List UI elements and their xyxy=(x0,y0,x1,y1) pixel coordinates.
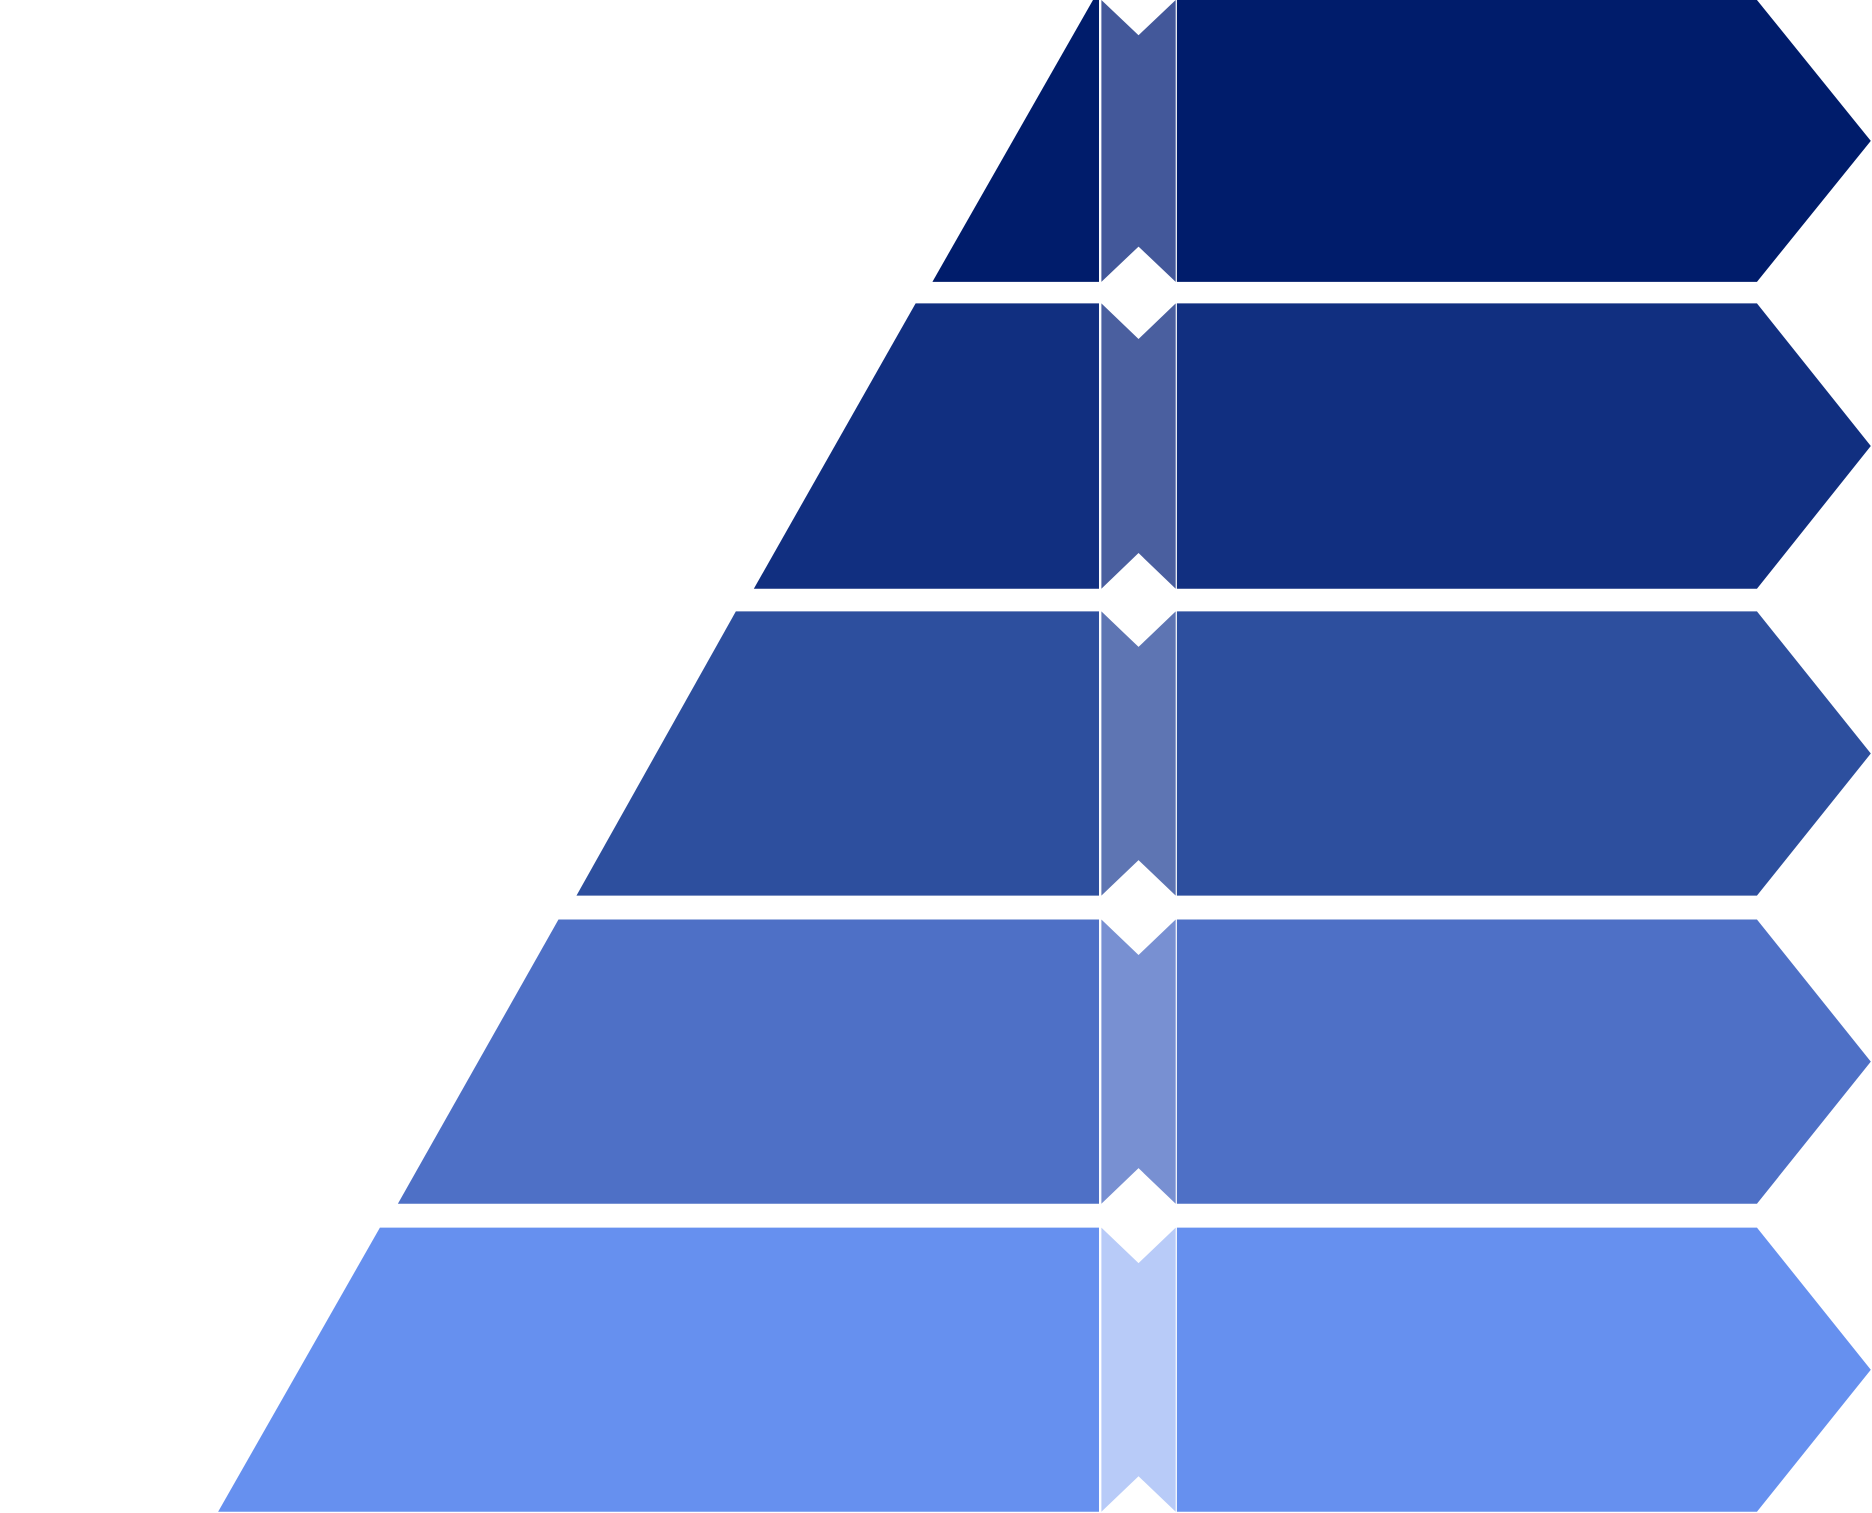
tier-trapezoid xyxy=(576,611,1099,896)
tier-connector xyxy=(1101,303,1176,589)
tier-arrow-banner xyxy=(1176,303,1871,589)
pyramid-tier-5 xyxy=(218,1227,1871,1512)
tier-arrow-banner xyxy=(1176,611,1871,896)
pyramid-tier-4 xyxy=(397,919,1871,1204)
tier-connector xyxy=(1101,0,1176,282)
tier-trapezoid xyxy=(218,1227,1099,1512)
tier-arrow-banner xyxy=(1176,0,1871,282)
tier-trapezoid xyxy=(753,303,1099,589)
pyramid-tier-2 xyxy=(753,303,1871,589)
tier-arrow-banner xyxy=(1176,1227,1871,1512)
tier-trapezoid xyxy=(932,0,1099,282)
tier-arrow-banner xyxy=(1176,919,1871,1204)
tier-trapezoid xyxy=(397,919,1099,1204)
tier-connector xyxy=(1101,611,1176,896)
tier-connector xyxy=(1101,1227,1176,1512)
pyramid-tier-3 xyxy=(576,611,1871,896)
pyramid-tier-1 xyxy=(932,0,1871,282)
tier-connector xyxy=(1101,919,1176,1204)
